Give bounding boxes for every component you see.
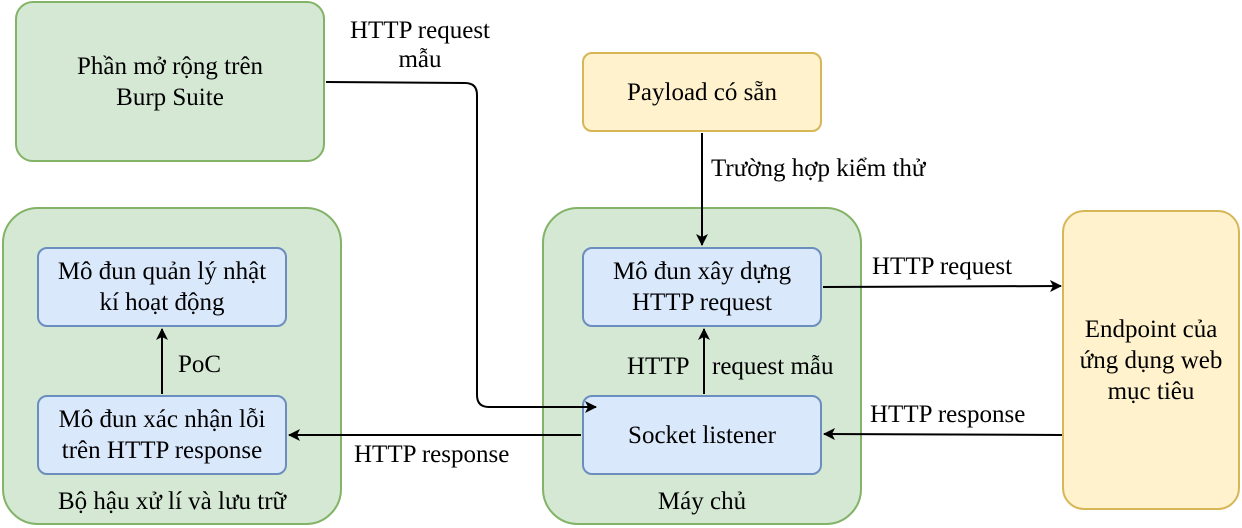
payload-node: Payload có sẵn [582, 52, 822, 132]
log-module-label: Mô đun quản lý nhật kí hoạt động [57, 258, 267, 316]
verify-module-node: Mô đun xác nhận lỗi trên HTTP response [37, 395, 287, 475]
edge-label-test-case: Trường hợp kiểm thử [711, 155, 926, 182]
builder-module-node: Mô đun xây dựng HTTP request [582, 247, 822, 327]
socket-listener-label: Socket listener [628, 421, 776, 449]
burp-extension-label: Phần mở rộng trên Burp Suite [76, 52, 264, 111]
edge-label-poc: PoC [178, 351, 222, 378]
socket-listener-node: Socket listener [582, 395, 822, 475]
edge-label-http-response-in: HTTP response [870, 401, 1026, 428]
edge-endpoint-to-socket [823, 428, 1063, 441]
burp-extension-node: Phần mở rộng trên Burp Suite [15, 1, 325, 162]
server-group-label: Máy chủ [657, 488, 747, 515]
endpoint-label: Endpoint của ứng dụng web mục tiêu [1079, 315, 1223, 405]
edge-label-http-response-out: HTTP response [354, 441, 510, 468]
edge-label-inner-http: HTTP [627, 353, 690, 380]
log-module-node: Mô đun quản lý nhật kí hoạt động [37, 247, 287, 327]
edge-burp-to-socket [325, 81, 597, 413]
verify-module-label: Mô đun xác nhận lỗi trên HTTP response [58, 406, 266, 464]
endpoint-node: Endpoint của ứng dụng web mục tiêu [1062, 210, 1240, 510]
payload-label: Payload có sẵn [627, 78, 777, 106]
edge-builder-to-endpoint [822, 280, 1062, 293]
backend-group-label: Bộ hậu xử lí và lưu trữ [57, 488, 287, 515]
builder-module-label: Mô đun xây dựng HTTP request [612, 258, 792, 316]
edge-label-inner-request-sample: request mẫu [712, 353, 834, 380]
edge-label-sample-request: HTTP request mẫu [349, 17, 490, 73]
edge-label-http-request: HTTP request [872, 253, 1013, 280]
